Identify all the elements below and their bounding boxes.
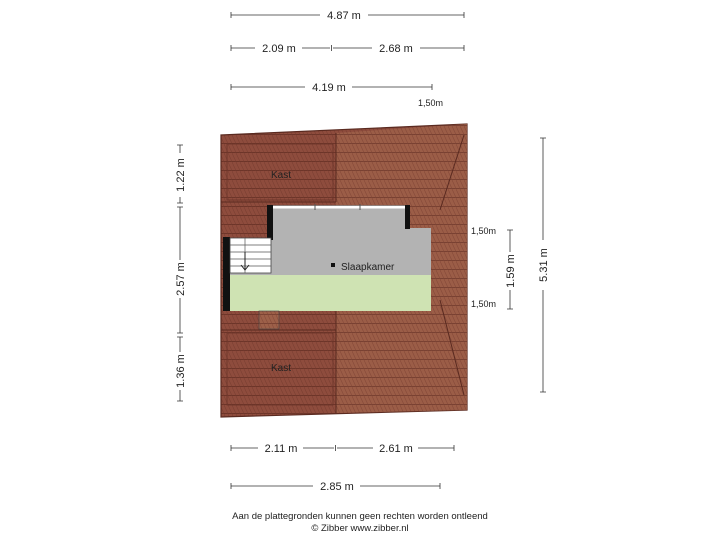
slaapkamer-floor (230, 207, 431, 275)
roof-hatch (258, 310, 280, 330)
dim-top-left: 2.09 m (262, 43, 296, 55)
dim-right-inner: 1.59 m (505, 254, 517, 288)
dim-right-total: 5.31 m (538, 248, 550, 282)
dim-left-bottom: 1.36 m (175, 354, 187, 388)
footer-copyright: © Zibber www.zibber.nl (311, 523, 409, 534)
wall-left-upper (267, 205, 273, 240)
height-mark-top: 1,50m (418, 98, 443, 108)
dim-bottom-total: 2.85 m (320, 481, 354, 493)
dimension-lines (177, 12, 546, 489)
kast-bottom-label: Kast (271, 363, 291, 374)
window-markers (314, 204, 361, 210)
dim-top-total: 4.87 m (327, 10, 361, 22)
stair-steps (230, 238, 271, 273)
room-kast-bottom: Kast (226, 332, 334, 406)
footer: Aan de plattegronden kunnen geen rechten… (0, 511, 720, 535)
stair-arrow-icon (240, 252, 250, 271)
wall-left-stair (223, 237, 230, 311)
kast-top-label: Kast (271, 170, 291, 181)
roof-ridge-lines (221, 133, 465, 413)
wall-right-upper (405, 205, 410, 229)
dim-top-right: 2.68 m (379, 43, 413, 55)
room-marker-icon (331, 263, 335, 267)
footer-disclaimer: Aan de plattegronden kunnen geen rechten… (232, 511, 488, 522)
dim-bottom-left: 2.11 m (265, 443, 298, 455)
dim-left-top: 1.22 m (175, 158, 187, 192)
dim-bottom-right: 2.61 m (379, 443, 413, 455)
kast-top-area (226, 143, 334, 201)
stair-area (229, 237, 272, 274)
height-mark-right-lower: 1,50m (471, 299, 496, 309)
height-mark-right-upper: 1,50m (471, 226, 496, 236)
dim-left-middle: 2.57 m (175, 262, 187, 296)
kast-bottom-area (226, 332, 334, 406)
slaapkamer-label: Slaapkamer (341, 262, 395, 273)
room-kast-top: Kast (226, 143, 334, 201)
dim-top-inner: 4.19 m (312, 82, 346, 94)
slaapkamer-green-zone (230, 275, 431, 311)
room-slaapkamer: Slaapkamer (223, 204, 431, 330)
stair (229, 237, 272, 274)
